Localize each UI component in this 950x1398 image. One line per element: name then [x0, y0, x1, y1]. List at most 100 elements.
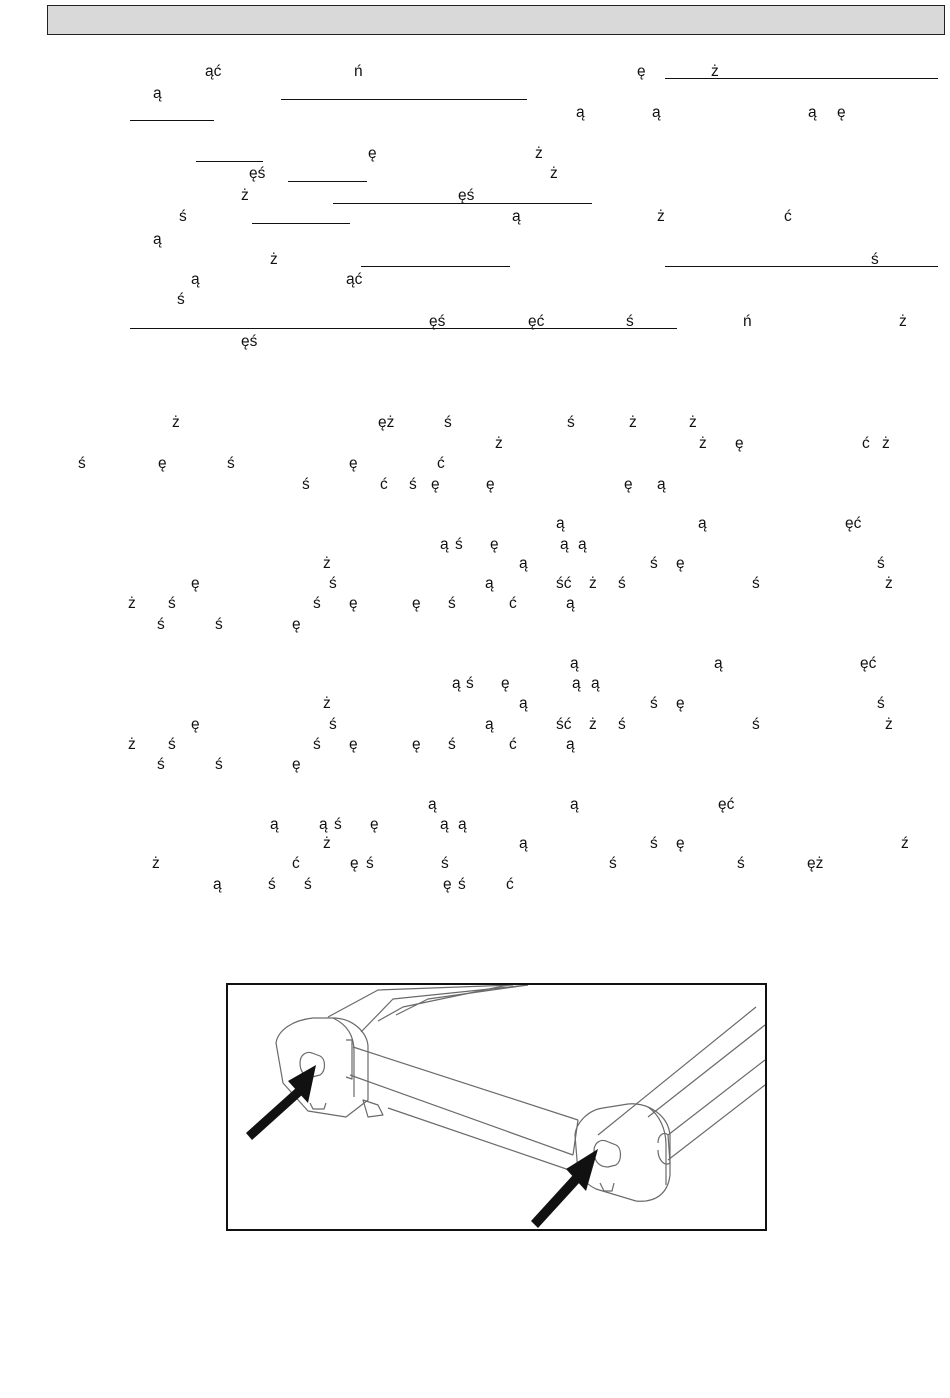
underline-rule — [665, 266, 938, 267]
glyph: ś — [329, 575, 337, 592]
glyph: ć — [437, 455, 445, 472]
glyph: ę — [412, 595, 421, 612]
glyph: ś — [752, 716, 760, 733]
underline-rule — [333, 203, 592, 204]
glyph: ś — [737, 855, 745, 872]
glyph: ś — [313, 595, 321, 612]
glyph: ą — [452, 675, 461, 692]
glyph: ś — [618, 575, 626, 592]
glyph: ś — [215, 616, 223, 633]
glyph: ęż — [807, 855, 824, 872]
glyph: ę — [158, 455, 167, 472]
glyph: ś — [227, 455, 235, 472]
glyph: ś — [458, 876, 466, 893]
glyph: ć — [506, 876, 514, 893]
glyph: ć — [784, 208, 792, 225]
underline-rule — [130, 120, 214, 121]
glyph: ś — [466, 675, 474, 692]
glyph: ś — [871, 251, 879, 268]
glyph: ś — [567, 414, 575, 431]
glyph: ż — [535, 145, 543, 162]
glyph: ż — [589, 716, 597, 733]
glyph: ą — [428, 796, 437, 813]
glyph: ś — [304, 876, 312, 893]
glyph: ż — [711, 63, 719, 80]
glyph: ś — [179, 208, 187, 225]
glyph: ę — [349, 595, 358, 612]
glyph: ż — [152, 855, 160, 872]
glyph: ę — [443, 876, 452, 893]
glyph: ż — [128, 595, 136, 612]
glyph: ę — [412, 736, 421, 753]
glyph: ąć — [205, 63, 222, 80]
glyph: ą — [698, 515, 707, 532]
glyph: ę — [490, 536, 499, 553]
glyph: ś — [268, 876, 276, 893]
underline-rule — [288, 181, 367, 182]
glyph: ą — [519, 695, 528, 712]
glyph: ą — [485, 716, 494, 733]
glyph: ś — [752, 575, 760, 592]
glyph: ś — [444, 414, 452, 431]
glyph: ą — [576, 104, 585, 121]
glyph: ą — [153, 231, 162, 248]
glyph: ą — [440, 536, 449, 553]
glyph: ą — [153, 85, 162, 102]
glyph: ś — [313, 736, 321, 753]
glyph: ęć — [718, 796, 735, 813]
glyph: ą — [714, 655, 723, 672]
glyph: ę — [349, 736, 358, 753]
underline-rule — [252, 223, 350, 224]
glyph: ę — [350, 855, 359, 872]
glyph: ęż — [378, 414, 395, 431]
glyph: ą — [566, 595, 575, 612]
glyph: ę — [735, 435, 744, 452]
glyph: ą — [570, 796, 579, 813]
glyph: ż — [172, 414, 180, 431]
glyph: ż — [589, 575, 597, 592]
glyph: ś — [157, 756, 165, 773]
treadmill-figure — [226, 983, 767, 1231]
glyph: ś — [448, 736, 456, 753]
glyph: ą — [591, 675, 600, 692]
glyph: ą — [519, 835, 528, 852]
glyph: ż — [885, 575, 893, 592]
glyph: ą — [578, 536, 587, 553]
underline-rule — [281, 99, 527, 100]
glyph: ą — [652, 104, 661, 121]
glyph: ż — [885, 716, 893, 733]
glyph: ś — [448, 595, 456, 612]
glyph: ń — [354, 63, 363, 80]
glyph: ą — [512, 208, 521, 225]
glyph: ś — [302, 476, 310, 493]
glyph: ęć — [528, 313, 545, 330]
underline-rule — [196, 161, 263, 162]
glyph: ż — [128, 736, 136, 753]
glyph: ą — [560, 536, 569, 553]
glyph: ą — [213, 876, 222, 893]
glyph: ę — [370, 816, 379, 833]
glyph: ę — [431, 476, 440, 493]
glyph: ć — [509, 736, 517, 753]
glyph: ż — [323, 695, 331, 712]
glyph: ś — [626, 313, 634, 330]
glyph: ą — [657, 476, 666, 493]
glyph: ą — [572, 675, 581, 692]
glyph: ęś — [241, 333, 258, 350]
glyph: ą — [566, 736, 575, 753]
underline-rule — [665, 78, 938, 79]
glyph: ść — [556, 716, 572, 733]
glyph: ć — [380, 476, 388, 493]
underline-rule — [361, 266, 510, 267]
glyph: ęć — [845, 515, 862, 532]
treadmill-illustration — [246, 985, 765, 1228]
glyph: ę — [486, 476, 495, 493]
arrow-right — [531, 1149, 598, 1228]
glyph: ś — [78, 455, 86, 472]
glyph: ć — [862, 435, 870, 452]
glyph: ś — [441, 855, 449, 872]
glyph: ą — [440, 816, 449, 833]
glyph: ą — [319, 816, 328, 833]
glyph: ą — [458, 816, 467, 833]
glyph: ę — [637, 63, 646, 80]
